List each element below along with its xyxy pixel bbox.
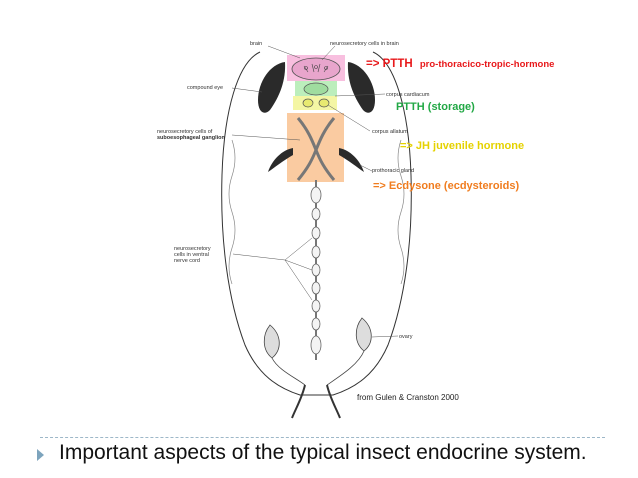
annotation-ptth-storage: PTTH (storage) [396,101,475,113]
posterior-appendages [291,384,341,419]
body-segment-lines-left [228,139,236,285]
corpus-allatum-left [302,98,314,108]
annotation-jh: => JH juvenile hormone [400,140,525,152]
compound-eye-left [258,62,286,113]
label-neurosecretory-brain: neurosecretory cells in brain [330,41,399,47]
ovary-left [263,324,280,359]
label-vnc-3: nerve cord [174,258,200,264]
ovary-right [355,317,372,352]
leader-lines [231,45,399,338]
corpus-cardiacum [303,82,329,96]
bullet-arrow-icon [37,449,44,461]
brain [291,57,341,81]
body-segment-lines-right [397,139,405,285]
figure-credit: from Gulen & Cranston 2000 [357,393,459,402]
compound-eye-right [347,62,375,113]
label-compound-eye: compound eye [187,85,224,91]
divider-line [40,437,605,438]
label-ovary: ovary [399,334,413,340]
prothoracic-gland-right [339,148,364,172]
corpus-allatum-highlight [293,96,337,110]
annotation-ptth-full: pro-thoracico-tropic-hormone [419,59,555,70]
label-vnc-1: neurosecretory [174,246,211,252]
prothoracic-gland-left [268,148,293,172]
label-neurosecretory-suboesophageal-2: suboesophageal ganglion [157,135,225,141]
ventral-nerve-cord [310,180,322,360]
annotation-ptth-prefix: => PTTH [366,58,413,70]
label-neurosecretory-suboesophageal-1: neurosecretory cells of [157,129,213,135]
annotation-ecdysone: => Ecdysone (ecdysteroids) [373,180,520,192]
label-corpus-cardiacum: corpus cardiacum [386,92,430,98]
label-brain: brain [250,41,263,47]
annotation-ptth: => PTTH pro-thoracico-tropic-hormone [366,58,554,70]
oviducts [271,350,365,386]
body-outline [221,51,412,396]
slide-caption: Important aspects of the typical insect … [59,441,587,464]
corpus-allatum-right [318,98,330,108]
label-corpus-allatum: corpus allatum [372,129,408,135]
label-vnc-2: cells in ventral [174,252,209,258]
suboesophageal-nerves [296,117,336,181]
label-prothoracic-gland: prothoracic gland [372,168,415,174]
